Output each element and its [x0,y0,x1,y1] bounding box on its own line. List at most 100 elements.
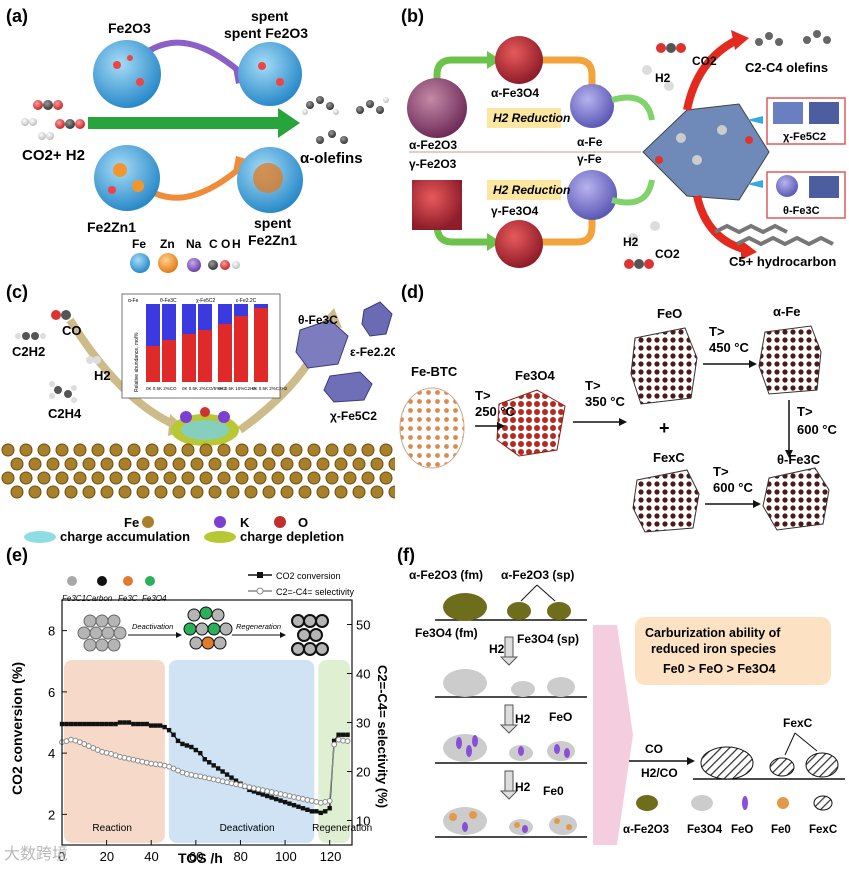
fe-surface-atom [245,486,257,498]
fe-surface-atom [290,444,302,456]
main-arrow [88,117,278,129]
carburization-arrow [593,625,633,845]
fe-surface-atom [110,472,122,484]
label-h2-reduction-top: H2 Reduction [493,111,570,125]
data-point-co2 [265,794,269,798]
data-point-co2 [203,757,207,761]
fe-surface-atom [263,458,275,470]
legend-fe3o4-icon [691,795,713,811]
fe-surface-atom [38,472,50,484]
alpha-fe2o3-fm-particle [443,593,487,621]
box-title-line2: reduced iron species [651,642,776,656]
label-gamma-fe2o3: γ-Fe2O3 [409,157,457,171]
box-order: Fe0 > FeO > Fe3O4 [663,662,776,676]
data-point-co2 [104,722,108,726]
label-spent-fe2o3: spent Fe2O3 [224,25,308,41]
fe-surface-atom [209,486,221,498]
fe-surface-atom [191,458,203,470]
c2h4-molecule [49,381,77,403]
cluster-deactivated [184,607,232,649]
gamma-fe-sphere [567,170,617,220]
label-fe2o3-sp: α-Fe2O3 (sp) [501,568,574,582]
label-co2-top: CO2 [692,54,717,68]
feo-crystal [631,328,697,404]
label-h2-c: H2 [94,368,111,383]
fe-surface-atom [146,472,158,484]
y2-tick-label: 20 [356,765,370,780]
data-point-co2 [100,722,104,726]
x-tick-label: 80 [233,849,247,864]
olefin-molecules-top [755,30,831,46]
fe-surface-atom [74,472,86,484]
fe-surface-atom [281,458,293,470]
alpha-fe-sphere [570,84,614,128]
label-theta-fe3c-d: θ-Fe3C [777,452,821,467]
data-point-co2 [180,742,184,746]
legend-carbon-label: Carbon [86,594,113,603]
fe2zn1-particle [94,145,160,211]
label-alpha-fe3o4: α-Fe3O4 [491,86,539,100]
fe-surface-atom [353,458,365,470]
label-450c: 450 °C [709,340,750,355]
fe-surface-atom [119,458,131,470]
fe-surface-atom [65,458,77,470]
legend-fe-label: Fe [132,237,146,251]
data-point-co2 [336,733,340,737]
label-c5-hydrocarbon: C5+ hydrocarbon [729,254,836,269]
c2h2-molecule [15,332,46,340]
label-regeneration-arrow: Regeneration [236,622,281,631]
fe-surface-atom [263,486,275,498]
legend-sel-label: C2=-C4= selectivity [276,587,355,597]
fe-surface-atom [299,486,311,498]
fe-surface-atom [227,486,239,498]
data-point-co2 [145,722,149,726]
label-h2-f2: H2 [515,712,531,726]
catalyst-cluster [643,104,769,200]
inset-legend-eps: ε-Fe2.2C [236,298,257,304]
legend-zn-icon [158,253,178,273]
data-point-co2 [78,722,82,726]
data-point-co2 [211,763,215,767]
data-point-co2 [113,722,117,726]
panel-b-drawing: α-Fe2O3 α-Fe3O4 H2 Reduction α-Fe γ-Fe γ… [397,0,849,280]
legend-alpha-fe2o3-icon [636,795,658,811]
panel-d: (d) Fe-BTC T> [397,280,849,545]
data-point-co2 [314,809,318,813]
region-label-regeneration: Regeneration [312,823,372,834]
legend-fe3o4-dot [145,576,155,586]
label-feo-d: FeO [657,306,682,321]
legend-c-label: C [209,237,218,251]
fe-surface-atom [2,444,14,456]
legend-o-label-c: O [298,515,308,530]
data-point-co2 [109,722,113,726]
label-gamma-fe3o4: γ-Fe3O4 [491,204,539,218]
label-t-600b: T> [713,464,729,479]
legend-fe3c1-label: Fe3C1 [62,594,86,603]
legend-fe3c1-dot [67,576,77,586]
label-feo-f: FeO [549,710,572,724]
panel-c: (c) α-Fe θ-Fe3C χ-Fe5C2 ε-Fe2.2C Relativ… [0,280,395,545]
legend-co2-label: CO2 conversion [276,571,341,581]
data-point-co2 [162,725,166,729]
data-point-co2 [149,723,153,727]
fexc-small-particle-1 [770,758,794,776]
panel-label-f: (f) [397,545,415,566]
label-fe3o4-d: Fe3O4 [515,368,556,383]
fe-surface-atom [11,458,23,470]
label-h2-top: H2 [655,71,671,85]
label-c2h2: C2H2 [12,344,45,359]
data-point-co2 [127,720,131,724]
data-point-co2 [87,722,91,726]
legend-alpha-fe2o3-label: α-Fe2O3 [623,824,669,836]
label-gamma-fe: γ-Fe [577,152,602,166]
legend-feo-icon [742,796,748,810]
data-point-co2 [158,723,162,727]
fe-surface-atom [236,444,248,456]
fexc-large-particle [701,747,753,779]
fe-surface-atom [20,444,32,456]
data-point-co2 [122,720,126,724]
fe-surface-atom [272,444,284,456]
fe-surface-atom [254,444,266,456]
data-point-co2 [292,803,296,807]
box-title-line1: Carburization ability of [645,626,781,640]
